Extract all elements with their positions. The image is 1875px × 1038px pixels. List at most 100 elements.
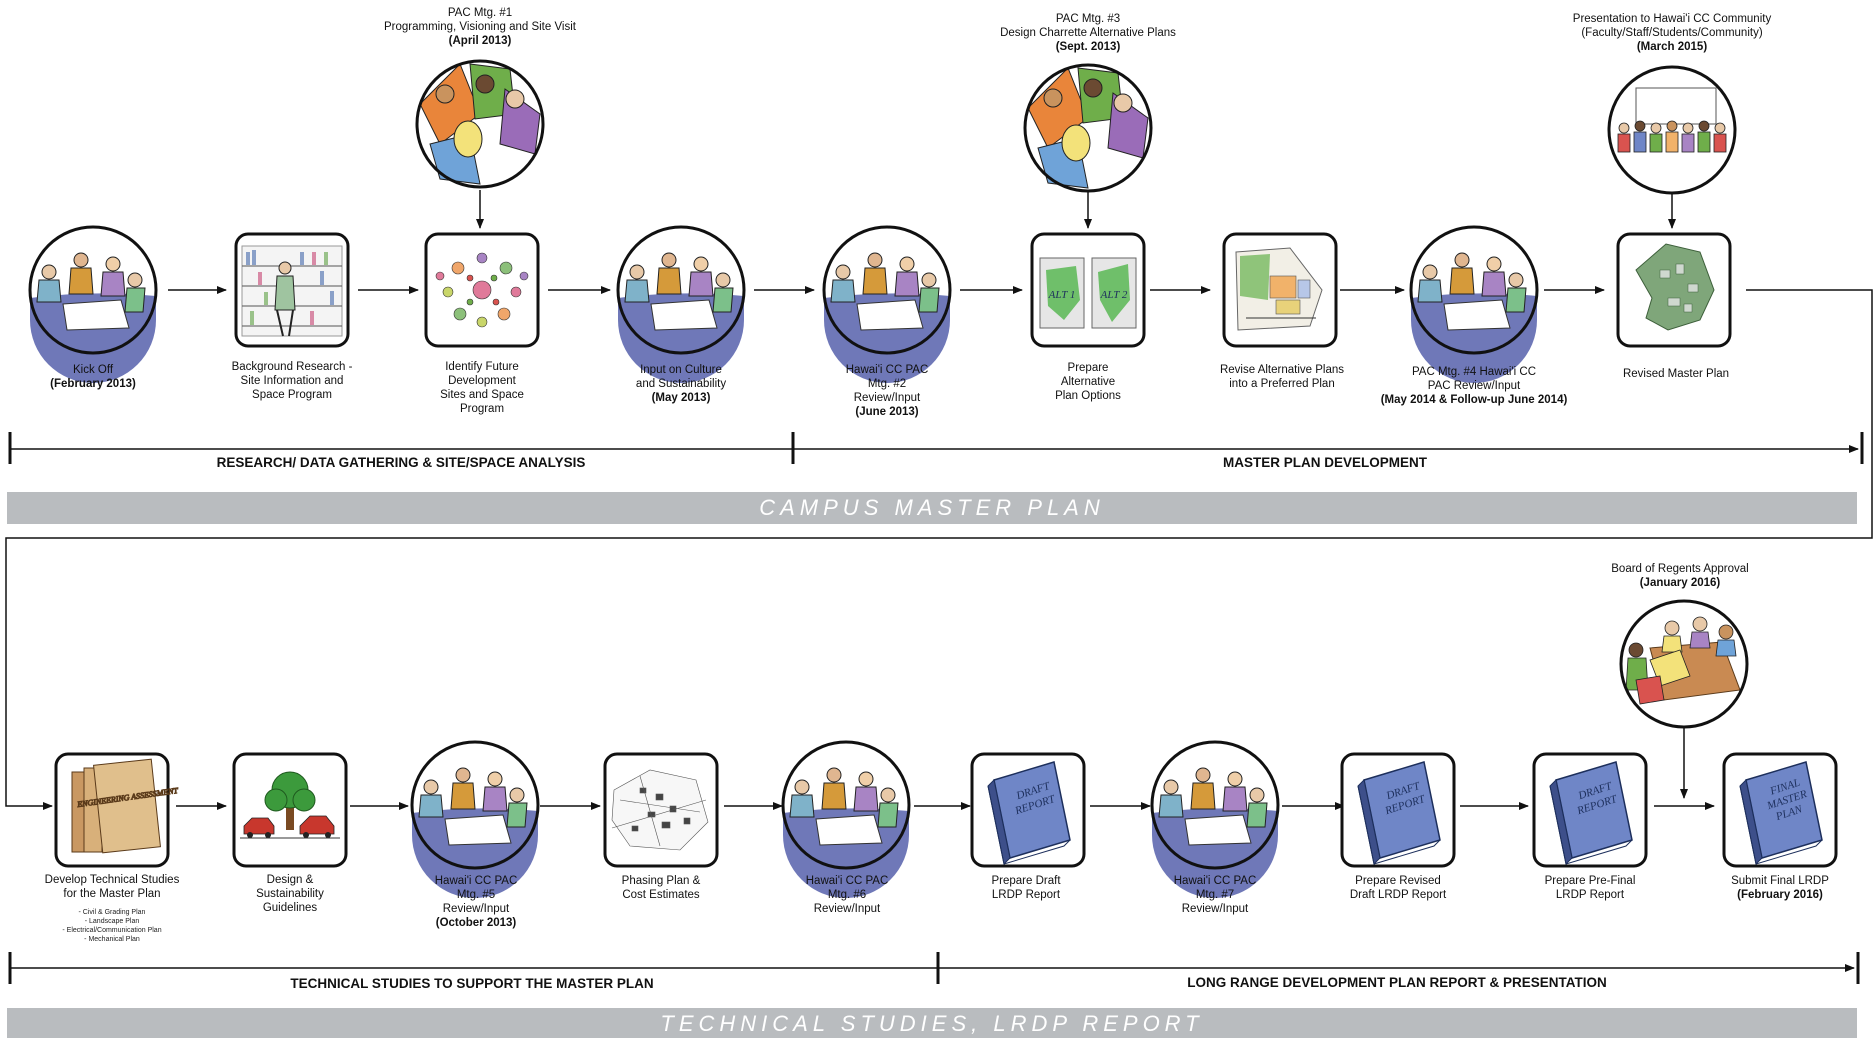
step-submit-final: FINAL MASTER PLAN Submit Final LRDP (Feb… (1722, 752, 1838, 901)
meeting-illustration (822, 225, 952, 385)
phase-label-research: RESEARCH/ DATA GATHERING & SITE/SPACE AN… (217, 455, 586, 470)
event-label: Board of Regents Approval (1611, 563, 1748, 575)
step-label: Hawai'i CC PAC (846, 364, 929, 376)
step-label: Alternative (1061, 376, 1115, 388)
event-presentation-community: Presentation to Hawai'i CC Community (Fa… (1573, 13, 1772, 195)
step-label: Hawai'i CC PAC (806, 875, 889, 887)
step-label: Review/Input (854, 392, 921, 404)
step-label: and Sustainability (636, 378, 726, 390)
step-label: Hawai'i CC PAC (435, 875, 518, 887)
phase-bar-row2 (8, 952, 1860, 984)
step-label: Kick Off (73, 364, 114, 376)
step-label: Develop Technical Studies (45, 874, 180, 886)
step-label: Mtg. #6 (828, 889, 866, 901)
step-label: LRDP Report (1556, 889, 1625, 901)
step-label: Sites and Space (440, 389, 524, 401)
event-label: Programming, Visioning and Site Visit (384, 21, 577, 33)
alt-1-label: ALT 1 (1048, 289, 1076, 301)
engineering-books-illustration: ENGINEERING ASSESSMENT (71, 758, 180, 854)
step-label: Cost Estimates (622, 889, 700, 901)
campus-plan-illustration (1635, 243, 1715, 331)
row2-arrows (176, 728, 1715, 810)
step-label: Input on Culture (640, 364, 722, 376)
step-label: Guidelines (263, 902, 318, 914)
step-date: (February 2016) (1737, 889, 1823, 901)
phase-label-lrdp-report: LONG RANGE DEVELOPMENT PLAN REPORT & PRE… (1187, 975, 1607, 990)
phase-label-master-plan-development: MASTER PLAN DEVELOPMENT (1223, 455, 1428, 470)
step-label: Revised Master Plan (1623, 368, 1729, 380)
step-label: Review/Input (1182, 903, 1249, 915)
step-label: Review/Input (443, 903, 510, 915)
phase-bar-row1 (8, 432, 1864, 464)
step-label: Prepare (1068, 362, 1109, 374)
step-develop-technical-studies: ENGINEERING ASSESSMENT Develop Technical… (45, 752, 180, 943)
step-label: Mtg. #5 (457, 889, 495, 901)
bullet-item: - Landscape Plan (85, 918, 140, 925)
row1-arrows (5, 190, 1873, 810)
step-background-research: Background Research - Site Information a… (232, 232, 353, 401)
huddle-illustration (1023, 63, 1153, 193)
event-label: (Faculty/Staff/Students/Community) (1581, 27, 1762, 39)
step-kick-off: Kick Off (February 2013) (28, 225, 158, 390)
library-illustration (241, 245, 343, 337)
step-label: Design & (267, 874, 314, 886)
step-input-culture: Input on Culture and Sustainability (May… (616, 225, 746, 404)
step-label: Site Information and (241, 375, 344, 387)
step-pac-mtg-6: Hawai'i CC PAC Mtg. #6 Review/Input (781, 740, 911, 915)
phase-label-technical-studies: TECHNICAL STUDIES TO SUPPORT THE MASTER … (290, 976, 653, 991)
event-label: Presentation to Hawai'i CC Community (1573, 13, 1772, 25)
event-date: (March 2015) (1637, 41, 1707, 53)
event-pac-mtg-3: PAC Mtg. #3 Design Charrette Alternative… (1000, 13, 1176, 193)
bullet-item: - Electrical/Communication Plan (62, 927, 161, 934)
step-label: Plan Options (1055, 390, 1121, 402)
event-board-of-regents: Board of Regents Approval (January 2016) (1611, 563, 1749, 729)
step-prepare-revised-draft: DRAFT REPORT Prepare Revised Draft LRDP … (1340, 752, 1456, 901)
step-date: (June 2013) (855, 406, 918, 418)
step-label: Program (460, 403, 504, 415)
step-label: Phasing Plan & (622, 875, 701, 887)
banner-title: TECHNICAL STUDIES, LRDP REPORT (660, 1011, 1203, 1036)
preferred-plan-illustration (1235, 247, 1323, 331)
site-map-illustration (611, 769, 709, 851)
step-identify-future-development: Identify Future Development Sites and Sp… (424, 232, 540, 415)
step-revise-alternatives: Revise Alternative Plans into a Preferre… (1220, 232, 1344, 390)
bullet-item: - Civil & Grading Plan (79, 909, 146, 916)
step-pac-mtg-7: Hawai'i CC PAC Mtg. #7 Review/Input (1150, 740, 1280, 915)
step-design-guidelines: Design & Sustainability Guidelines (232, 752, 348, 914)
step-label: Draft LRDP Report (1350, 889, 1447, 901)
step-revised-master-plan: Revised Master Plan (1616, 232, 1732, 380)
step-label: Mtg. #7 (1196, 889, 1234, 901)
step-label: LRDP Report (992, 889, 1061, 901)
step-date: (May 2013) (652, 392, 711, 404)
event-date: (January 2016) (1640, 577, 1721, 589)
step-label: Prepare Pre-Final (1545, 875, 1636, 887)
event-date: (April 2013) (449, 35, 512, 47)
step-label: for the Master Plan (63, 888, 160, 900)
bullet-item: - Mechanical Plan (84, 936, 140, 943)
step-date: (October 2013) (436, 917, 517, 929)
step-label: Background Research - (232, 361, 353, 373)
step-pac-mtg-5: Hawai'i CC PAC Mtg. #5 Review/Input (Oct… (410, 740, 540, 929)
step-prepare-pre-final: DRAFT REPORT Prepare Pre-Final LRDP Repo… (1532, 752, 1648, 901)
event-label: Design Charrette Alternative Plans (1000, 27, 1176, 39)
step-pac-mtg-4: PAC Mtg. #4 Hawai'i CC PAC Review/Input … (1381, 225, 1567, 406)
step-label: Hawai'i CC PAC (1174, 875, 1257, 887)
step-label: Space Program (252, 389, 332, 401)
step-label: Development (448, 375, 517, 387)
step-label: Prepare Draft (991, 875, 1061, 887)
regents-meeting-illustration (1619, 599, 1749, 729)
banner-campus-master-plan: CAMPUS MASTER PLAN (7, 492, 1857, 524)
step-label: Mtg. #2 (868, 378, 906, 390)
event-label: PAC Mtg. #1 (448, 7, 512, 19)
event-date: (Sept. 2013) (1056, 41, 1121, 53)
step-label: Sustainability (256, 888, 324, 900)
step-label: PAC Mtg. #4 Hawai'i CC (1412, 366, 1536, 378)
banner-technical-studies-lrdp: TECHNICAL STUDIES, LRDP REPORT (7, 1008, 1857, 1038)
audience-illustration (1607, 65, 1737, 195)
banner-title: CAMPUS MASTER PLAN (759, 495, 1105, 520)
event-pac-mtg-1: PAC Mtg. #1 Programming, Visioning and S… (384, 7, 577, 189)
step-label: PAC Review/Input (1428, 380, 1521, 392)
step-label: Prepare Revised (1355, 875, 1441, 887)
alt-2-label: ALT 2 (1100, 289, 1128, 301)
